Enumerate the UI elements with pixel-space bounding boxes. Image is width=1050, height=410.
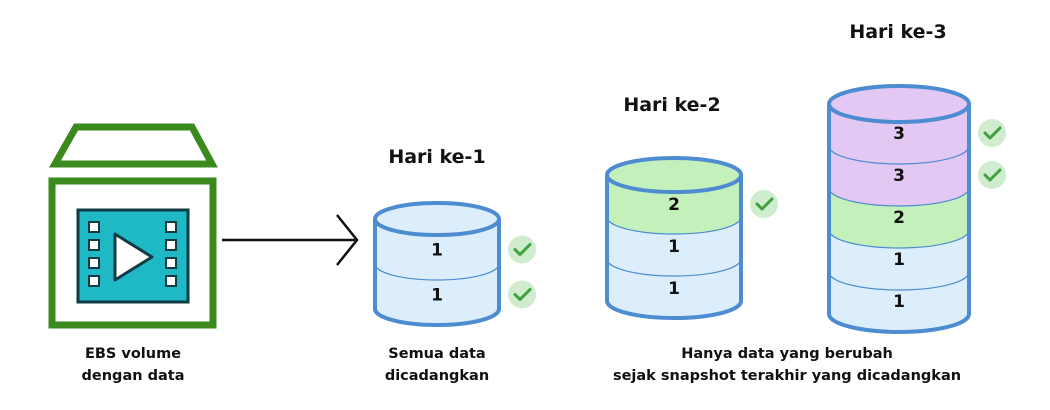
- segment-divider: [606, 258, 742, 277]
- segment-label: 3: [893, 166, 905, 186]
- check-icon: [978, 161, 1006, 189]
- segment-label: 1: [893, 292, 905, 312]
- segment-label: 1: [893, 250, 905, 270]
- incremental-caption-line2: sejak snapshot terakhir yang dicadangkan: [612, 368, 962, 384]
- cylinder-outline: [605, 175, 743, 320]
- day-1-caption: Semua data dicadangkan: [385, 343, 489, 387]
- segment-divider: [374, 263, 500, 281]
- day-1-caption-line1: Semua data: [388, 346, 486, 362]
- segment-label: 1: [431, 286, 443, 306]
- cylinder-segment-fill: [829, 272, 969, 332]
- day-3-title: Hari ke-3: [849, 21, 947, 43]
- segment-label: 1: [668, 237, 680, 257]
- check-icon: [978, 119, 1006, 147]
- check-icon: [750, 190, 778, 218]
- cylinder-outline: [827, 104, 971, 334]
- arrow-right-icon: [222, 214, 359, 266]
- play-icon: [113, 232, 154, 282]
- box-lid: [48, 123, 218, 168]
- ebs-caption-line1: EBS volume: [84, 346, 182, 362]
- segment-divider: [828, 187, 970, 207]
- segment-divider: [828, 229, 970, 249]
- segment-divider: [828, 271, 970, 291]
- snapshot-cylinder-day-1: 11: [373, 201, 536, 327]
- cylinder-segment-fill: [829, 230, 969, 290]
- segment-divider: [828, 145, 970, 165]
- segment-label: 2: [893, 208, 905, 228]
- cylinder-segment-fill: [375, 264, 499, 325]
- segment-label: 1: [431, 241, 443, 261]
- check-icon: [508, 235, 536, 264]
- segment-label: 1: [668, 279, 680, 299]
- ebs-caption-line2: dengan data: [81, 368, 185, 384]
- segment-label: 2: [668, 195, 680, 215]
- cylinder-top: [373, 201, 501, 237]
- cylinder-segment-fill: [829, 146, 969, 206]
- day-1-caption-line2: dicadangkan: [384, 368, 490, 384]
- incremental-caption: Hanya data yang berubah sejak snapshot t…: [613, 343, 961, 387]
- cylinder-top: [605, 156, 743, 194]
- film-icon: [76, 208, 190, 304]
- check-icon: [508, 280, 536, 309]
- cylinder-top: [827, 84, 971, 124]
- day-1-title: Hari ke-1: [388, 146, 486, 168]
- cylinder-outline: [373, 219, 501, 327]
- segment-label: 3: [893, 124, 905, 144]
- cylinder-segment-fill: [829, 104, 969, 164]
- snapshot-cylinder-day-3: 3 3 2 1 1: [827, 84, 1006, 334]
- day-2-title: Hari ke-2: [623, 94, 721, 116]
- segment-divider: [606, 216, 742, 235]
- incremental-caption-line1: Hanya data yang berubah: [681, 346, 893, 362]
- box-body: [48, 177, 217, 329]
- ebs-volume-caption: EBS volume dengan data: [82, 343, 185, 387]
- snapshot-cylinder-day-2: 2 1 1: [605, 156, 778, 320]
- ebs-volume-icon: [48, 123, 218, 329]
- cylinder-segment-fill: [829, 188, 969, 248]
